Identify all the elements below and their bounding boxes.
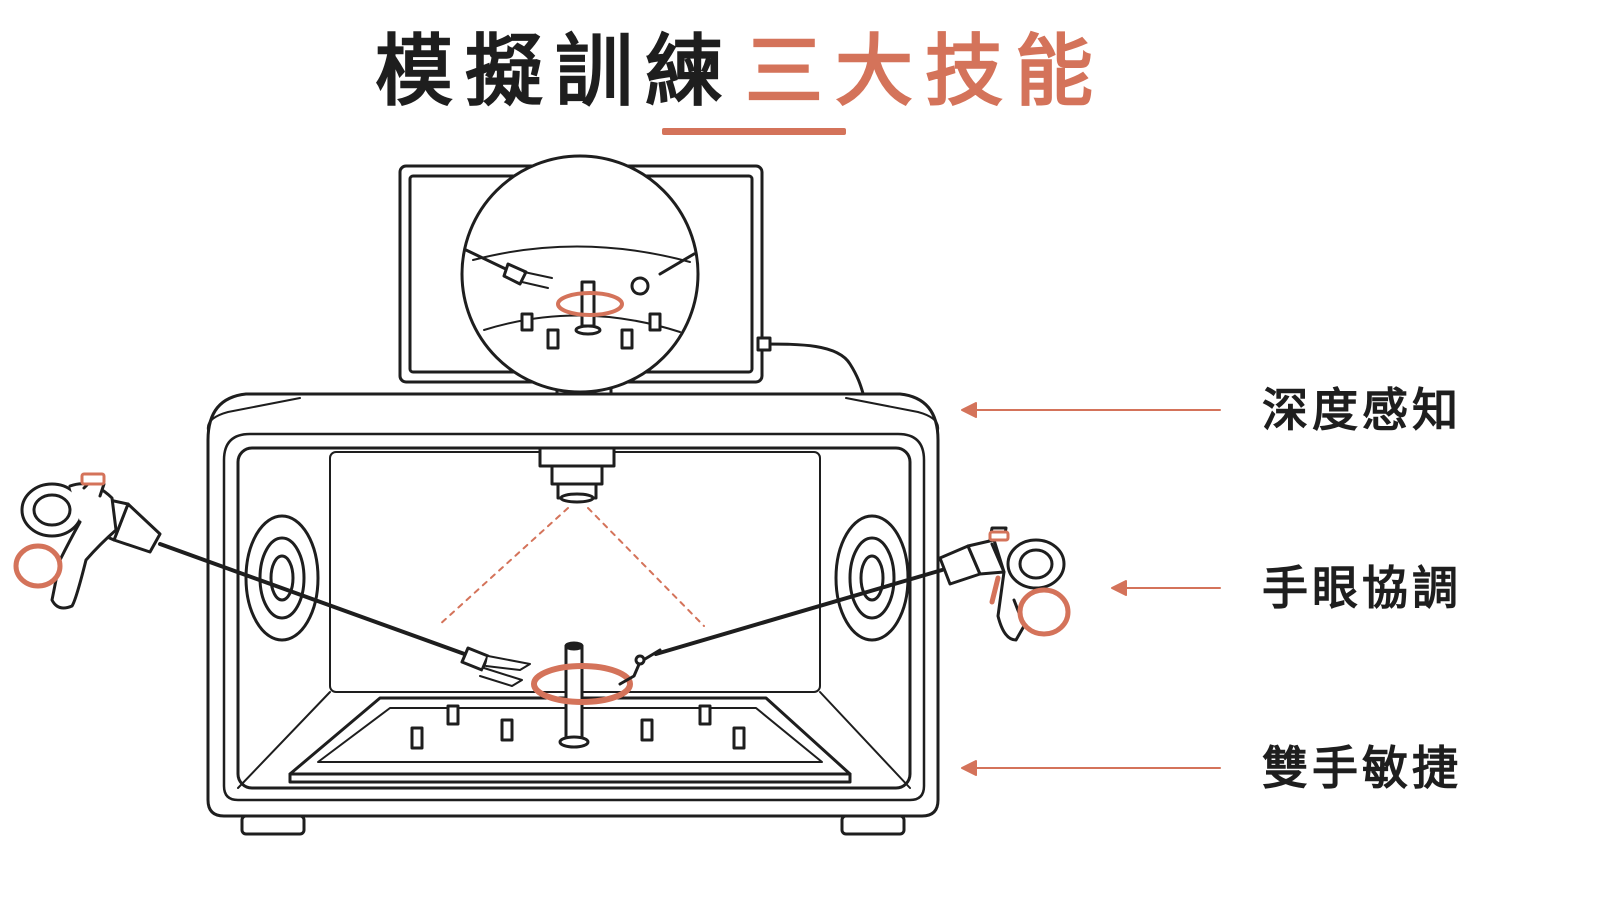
title-accent: 三大技能 bbox=[745, 27, 1106, 117]
camera-view-cone bbox=[437, 507, 705, 627]
training-box bbox=[206, 392, 940, 836]
arrow-bimanual bbox=[961, 760, 1221, 776]
trocar-port-left bbox=[244, 514, 320, 642]
center-peg bbox=[564, 644, 584, 744]
peg-board bbox=[288, 641, 852, 784]
right-instrument bbox=[618, 526, 1071, 686]
box-inner-frame bbox=[222, 432, 926, 802]
endoscope-view bbox=[460, 154, 700, 394]
diagram-title: 模擬訓練三大技能 bbox=[0, 22, 1480, 122]
callout-arrows bbox=[961, 402, 1221, 776]
screen-ring bbox=[556, 291, 624, 317]
title-main: 模擬訓練 bbox=[374, 27, 735, 117]
left-grasper bbox=[13, 472, 531, 687]
label-bimanual-dexterity: 雙手敏捷 bbox=[1262, 741, 1462, 795]
arrow-depth-perception bbox=[961, 402, 1221, 418]
title-underline bbox=[662, 128, 846, 135]
transfer-ring bbox=[531, 663, 633, 705]
screen-hook-icon bbox=[630, 276, 650, 296]
arrow-hand-eye bbox=[1111, 580, 1221, 596]
trocar-port-right bbox=[834, 514, 910, 642]
box-foot-left bbox=[240, 814, 306, 836]
cable-plug bbox=[756, 336, 772, 352]
monitor bbox=[398, 154, 870, 416]
box-foot-right bbox=[840, 814, 906, 836]
label-depth-perception: 深度感知 bbox=[1262, 383, 1462, 437]
camera-lens bbox=[538, 446, 616, 504]
label-hand-eye-coordination: 手眼協調 bbox=[1262, 561, 1462, 615]
